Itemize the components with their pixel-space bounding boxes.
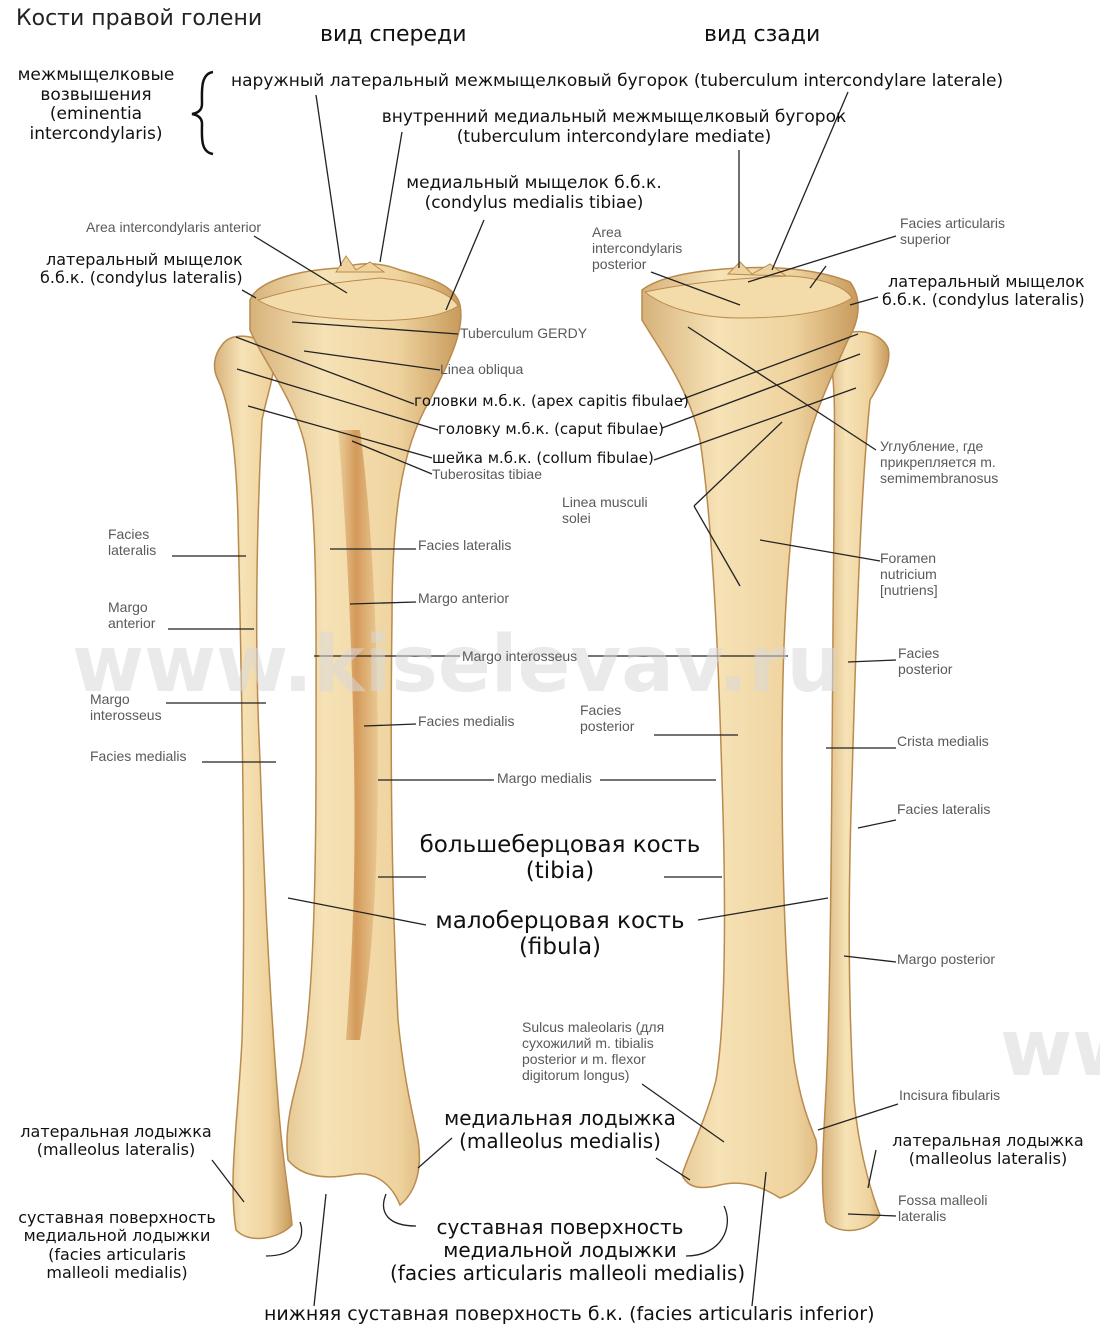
label-collum-fibulae: шейка м.б.к. (collum fibulae) (432, 449, 654, 467)
label-margo-interosseus: Margo interosseus (462, 648, 578, 664)
label-malleolus-lateralis-posterior: латеральная лодыжка (malleolus lateralis… (892, 1131, 1084, 1169)
label-semimembranosus: Углубление, где прикрепляется m. semimem… (880, 438, 999, 487)
tibia-anterior-plateau (256, 277, 459, 321)
label-foramen-nutricium: Foramen nutricium [nutriens] (880, 550, 938, 599)
diagram-title: Кости правой голени (16, 6, 263, 31)
tibia-posterior-plateau (643, 275, 853, 319)
label-caput-fibulae: головку м.б.к. (caput fibulae) (438, 420, 664, 438)
label-facies-articularis-center: суставная поверхность медиальной лодыжки… (390, 1215, 746, 1285)
label-facies-posterior-fibula: Facies posterior (898, 645, 953, 678)
label-margo-anterior-tibia: Margo anterior (418, 590, 510, 606)
label-malleolus-lateralis-anterior: латеральная лодыжка (malleolus lateralis… (20, 1122, 212, 1160)
label-area-intercondylaris-anterior: Area intercondylaris anterior (86, 219, 262, 235)
label-tuberositas-tibiae: Tuberositas tibiae (432, 466, 542, 482)
tibia-posterior-eminence (726, 261, 788, 277)
label-facies-lateralis-fibula: Facies lateralis (108, 526, 157, 559)
label-malleolus-medialis: медиальная лодыжка (malleolus medialis) (444, 1106, 676, 1153)
label-incisura-fibularis: Incisura fibularis (899, 1087, 1001, 1103)
label-tuberculum-gerdy: Tuberculum GERDY (460, 325, 588, 341)
label-facies-articularis-inferior: нижняя суставная поверхность б.к. (facie… (264, 1303, 875, 1325)
watermark-partial: ww (1000, 1004, 1100, 1094)
label-margo-anterior-fibula: Margo anterior (108, 599, 156, 632)
label-facies-articularis-left: суставная поверхность медиальной лодыжки… (18, 1208, 216, 1283)
label-crista-medialis: Crista medialis (897, 733, 989, 749)
label-fossa-malleoli-lateralis: Fossa malleoli lateralis (898, 1192, 988, 1225)
label-facies-posterior-tibia: Facies posterior (580, 702, 635, 735)
label-margo-posterior: Margo posterior (897, 951, 996, 967)
label-tibia: большеберцовая кость (tibia) (419, 832, 701, 885)
label-facies-articularis-superior: Facies articularis superior (900, 215, 1006, 248)
label-facies-medialis-fibula: Facies medialis (90, 748, 187, 764)
label-condylus-medialis: медиальный мыщелок б.б.к. (condylus medi… (406, 173, 662, 213)
label-condylus-lateralis-anterior: латеральный мыщелок б.б.к. (condylus lat… (40, 250, 243, 288)
label-sulcus-malleolaris: Sulcus maleolaris (для сухожилий m. tibi… (522, 1019, 665, 1084)
view-posterior-heading: вид сзади (704, 22, 821, 47)
watermark: www.kiselevav.ru (72, 620, 842, 710)
label-facies-lateralis-posterior: Facies lateralis (897, 801, 991, 817)
fibula-anterior (213, 335, 293, 1240)
view-anterior-heading: вид спереди (320, 22, 467, 47)
label-fibula: малоберцовая кость (fibula) (435, 908, 685, 961)
tibia-anterior-eminence (335, 255, 386, 273)
label-tuberculum-mediale: внутренний медиальный межмыщелковый буго… (381, 107, 847, 147)
label-facies-lateralis-tibia: Facies lateralis (418, 537, 512, 553)
label-area-intercondylaris-posterior: Area intercondylaris posterior (592, 224, 683, 273)
eminentia-brace (191, 70, 214, 156)
tibia-posterior (641, 266, 859, 1199)
label-eminentia: межмыщелковые возвышения (eminentia inte… (17, 65, 175, 144)
label-margo-medialis: Margo medialis (497, 770, 592, 786)
label-margo-interosseus-fibula: Margo interosseus (90, 691, 162, 724)
label-linea-musculi-solei: Linea musculi solei (562, 494, 648, 527)
label-tuberculum-laterale: наружный латеральный межмыщелковый бугор… (231, 71, 1004, 91)
label-facies-medialis-tibia: Facies medialis (418, 713, 515, 729)
pointer-lines (166, 91, 899, 1307)
label-linea-obliqua: Linea obliqua (440, 361, 524, 377)
label-condylus-lateralis-posterior: латеральный мыщелок б.б.к. (condylus lat… (882, 272, 1085, 310)
fibula-posterior (821, 330, 890, 1232)
label-apex-capitis-fibulae: головки м.б.к. (apex capitis fibulae) (414, 392, 689, 410)
tibia-anterior-crest (338, 430, 378, 1040)
